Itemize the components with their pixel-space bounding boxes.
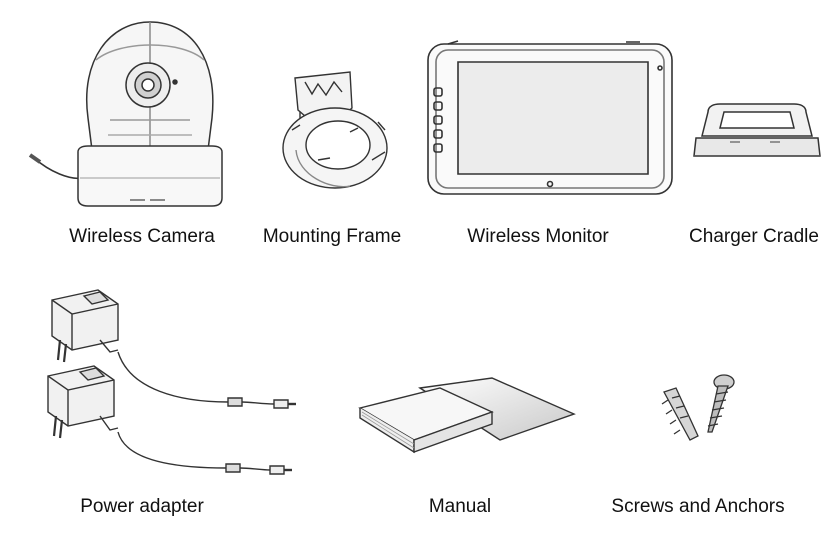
power-adapter-label: Power adapter [80,496,204,518]
wireless-camera-label: Wireless Camera [69,226,215,248]
screws-and-anchors-label: Screws and Anchors [611,496,784,518]
wireless-monitor-label: Wireless Monitor [467,226,608,248]
charger-cradle-label: Charger Cradle [689,226,819,248]
mounting-frame-label: Mounting Frame [263,226,401,248]
manual-label: Manual [429,496,491,518]
